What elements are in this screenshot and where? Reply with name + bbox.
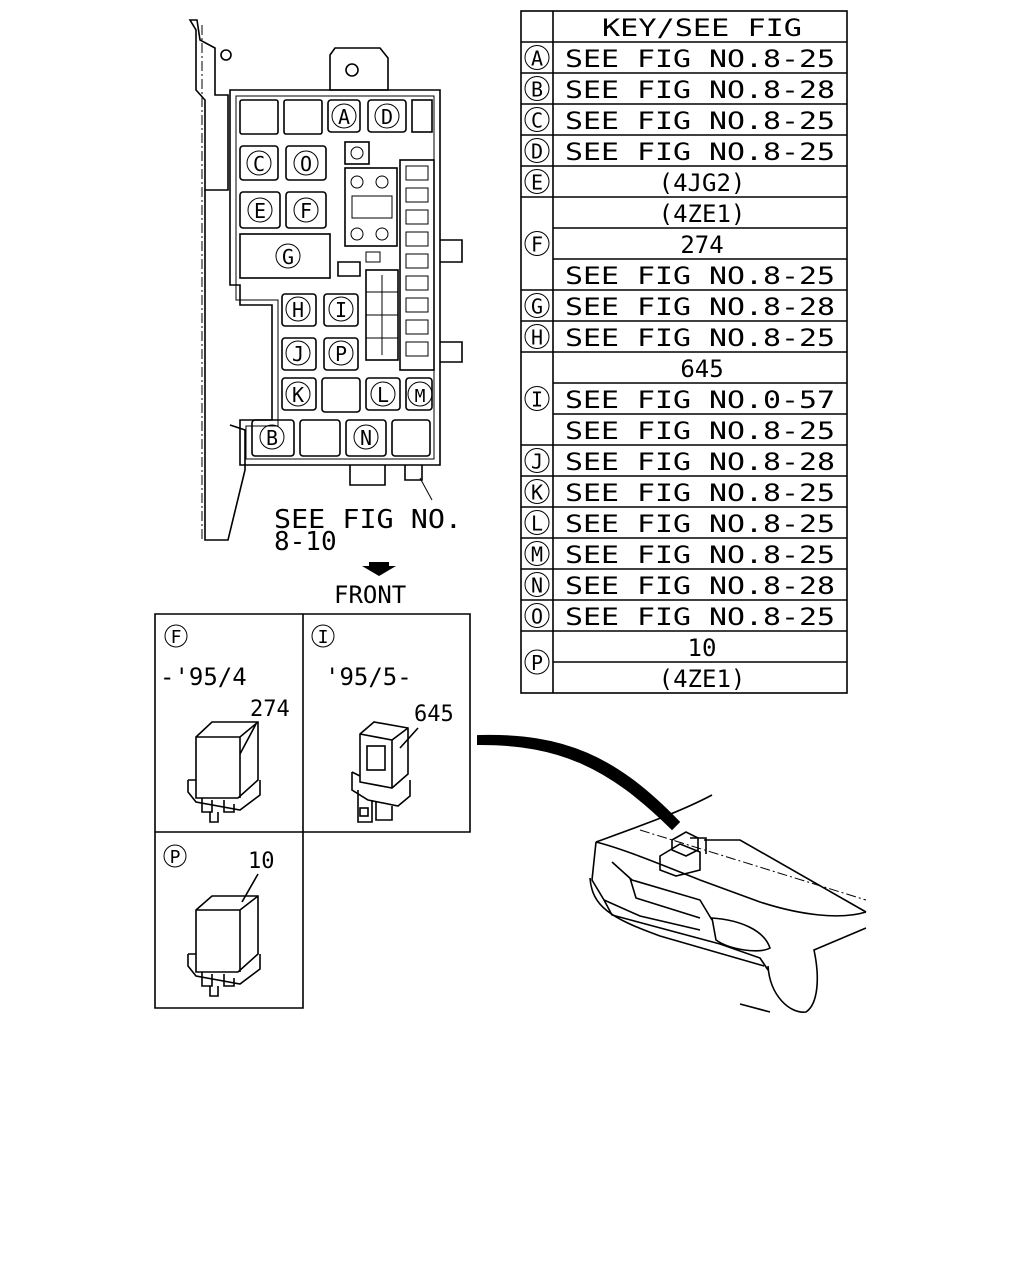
key-row-text: SEE FIG NO.8-25 (565, 262, 835, 290)
see-fig-callout-line2: 8-10 (274, 527, 337, 557)
fuse-box-slot-labels: A D C O E F G H I J P K L M B N (246, 103, 433, 450)
key-row-text: (4ZE1) (659, 665, 746, 693)
panel-p-part-number: 10 (248, 849, 275, 874)
panel-f-key: F (171, 627, 182, 648)
key-row-text: (4JG2) (659, 169, 746, 197)
key-row-letter: J (531, 450, 543, 474)
slot-p-label: P (335, 342, 347, 366)
location-arrow (477, 734, 681, 831)
key-row-text: SEE FIG NO.8-25 (565, 510, 835, 538)
slot-h-label: H (292, 298, 304, 322)
panel-f-range: -'95/4 (160, 663, 247, 691)
relay-645-drawing (351, 721, 419, 823)
key-row-text: SEE FIG NO.8-25 (565, 417, 835, 445)
key-row-text: SEE FIG NO.8-25 (565, 107, 835, 135)
key-row-badge (524, 479, 550, 504)
key-row-letter: A (531, 47, 543, 71)
key-row-badge (524, 169, 550, 194)
vehicle-front-drawing (589, 794, 867, 1013)
key-row-badge (524, 448, 550, 473)
slot-l-label: L (377, 383, 389, 407)
slot-j-label: J (292, 342, 304, 366)
panel-i-part-number: 645 (414, 702, 454, 727)
key-row-badge (524, 76, 550, 101)
key-row-text: SEE FIG NO.8-25 (565, 603, 835, 631)
key-row-text: SEE FIG NO.8-25 (565, 541, 835, 569)
key-row-text: SEE FIG NO.8-28 (565, 572, 835, 600)
key-row-badge (524, 510, 550, 535)
key-row-letter: H (531, 326, 543, 350)
key-row-badge (524, 107, 550, 132)
relay-274-drawing (187, 721, 261, 823)
slot-n-label: N (360, 426, 372, 450)
see-fig-callout-line1: SEE FIG NO. (274, 505, 462, 535)
key-row-letter: N (531, 574, 543, 598)
panel-i-range: '95/5- (325, 663, 412, 691)
key-row-text: (4ZE1) (659, 200, 746, 228)
slot-b-label: B (266, 426, 278, 450)
key-row-badge (524, 138, 550, 163)
key-row-text: SEE FIG NO.0-57 (565, 386, 835, 414)
key-row-letter: C (531, 109, 543, 133)
slot-f-label: F (300, 199, 312, 223)
slot-k-label: K (292, 383, 304, 407)
key-row-letter: F (531, 233, 543, 257)
slot-e-label: E (254, 199, 266, 223)
key-row-text: SEE FIG NO.8-28 (565, 448, 835, 476)
key-row-badge (524, 603, 550, 628)
key-row-badge (524, 231, 550, 256)
key-row-badge (524, 541, 550, 566)
slot-m-label: M (415, 386, 426, 407)
key-row-text: 10 (688, 634, 717, 662)
front-label: FRONT (334, 581, 406, 609)
key-row-text: SEE FIG NO.8-25 (565, 138, 835, 166)
front-arrow-icon (362, 562, 396, 576)
key-table-header: KEY/SEE FIG (602, 14, 802, 42)
key-row-badge (524, 649, 550, 675)
key-row-letter: O (531, 605, 543, 629)
relay-10-drawing (187, 873, 261, 997)
key-row-text: SEE FIG NO.8-25 (565, 324, 835, 352)
key-row-badge (524, 293, 550, 318)
slot-o-label: O (300, 152, 312, 176)
key-row-text: SEE FIG NO.8-25 (565, 45, 835, 73)
slot-i-label: I (335, 298, 347, 322)
key-row-letter: D (531, 140, 543, 164)
key-row-letter: K (531, 481, 543, 505)
key-row-badge (524, 572, 550, 597)
panel-f-part-number: 274 (250, 697, 290, 722)
detail-panels: F -'95/4 274 I '95/5- 645 P 10 (154, 613, 471, 1009)
key-row-letter: G (531, 295, 543, 319)
key-row-text: SEE FIG NO.8-25 (565, 479, 835, 507)
slot-c-label: C (253, 152, 265, 176)
key-row-badge (524, 45, 550, 70)
key-row-badge (524, 386, 550, 411)
key-row-letter: E (531, 171, 543, 195)
key-row-text: 645 (680, 355, 723, 383)
panel-p-key: P (170, 847, 181, 868)
key-row-text: 274 (680, 231, 723, 259)
slot-a-label: A (338, 105, 350, 129)
key-row-letter: B (531, 78, 543, 102)
key-row-badge (524, 324, 550, 349)
key-row-letter: I (531, 388, 543, 412)
panel-i-key: I (318, 627, 329, 648)
key-row-letter: M (531, 543, 543, 567)
key-row-text: SEE FIG NO.8-28 (565, 76, 835, 104)
slot-d-label: D (381, 105, 393, 129)
key-row-letter: L (531, 512, 543, 536)
slot-g-label: G (282, 245, 294, 269)
key-row-text: SEE FIG NO.8-28 (565, 293, 835, 321)
key-row-letter: P (531, 651, 543, 675)
relay-box-drawing (188, 19, 463, 541)
